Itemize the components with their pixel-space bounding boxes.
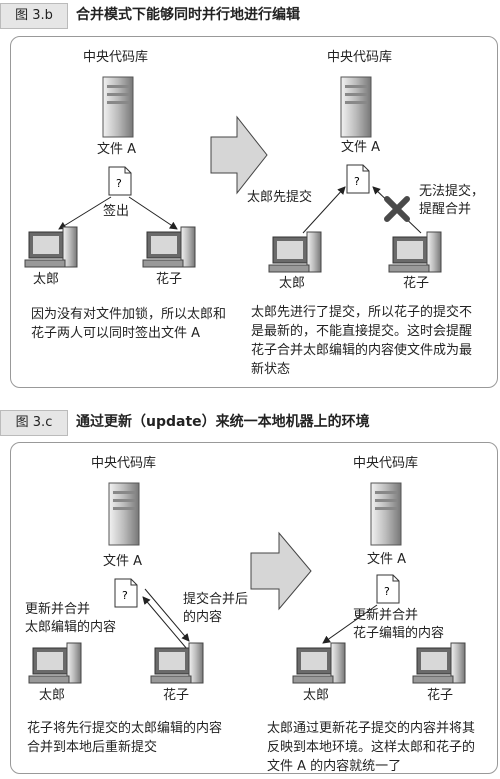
checkout-arrow-hanako bbox=[128, 196, 178, 230]
update-arrow-hanako bbox=[144, 588, 190, 642]
desktop-computer-icon bbox=[150, 642, 204, 684]
update-label-line2: 花子编辑的内容 bbox=[353, 626, 445, 641]
file-label: 文件 A bbox=[367, 552, 407, 567]
document-question-icon: ? bbox=[108, 166, 132, 196]
document-question-icon: ? bbox=[376, 574, 400, 604]
svg-text:?: ? bbox=[354, 175, 360, 188]
figure-tag: 图 3.c bbox=[0, 410, 68, 436]
document-question-icon: ? bbox=[346, 164, 370, 194]
svg-text:?: ? bbox=[116, 177, 122, 190]
caption-left: 因为没有对文件加锁，所以太郎和花子两人可以同时签出文件 A bbox=[31, 307, 227, 341]
x-mark-icon bbox=[384, 196, 410, 222]
desktop-computer-icon bbox=[388, 231, 442, 273]
figure-3c-drawing: ? ? bbox=[28, 482, 466, 684]
caption-right: 太郎通过更新花子提交的内容并将其反映到本地环境。这样太郎和花子的文件 A 的内容… bbox=[267, 721, 476, 774]
checkout-label: 签出 bbox=[103, 204, 130, 219]
desktop-computer-icon bbox=[412, 642, 466, 684]
svg-text:?: ? bbox=[122, 589, 128, 602]
server-label: 中央代码库 bbox=[353, 456, 419, 471]
server-tower-icon bbox=[108, 482, 140, 546]
server-tower-icon bbox=[370, 482, 402, 546]
figure-title: 合并模式下能够同时并行地进行编辑 bbox=[76, 7, 300, 23]
figure-3b-drawing: ? ? bbox=[24, 76, 442, 273]
file-label: 文件 A bbox=[341, 140, 381, 155]
figure-3b-panel: ? ? bbox=[10, 36, 498, 388]
update-arrow-taro bbox=[322, 604, 378, 644]
update-label-line2: 太郎编辑的内容 bbox=[25, 620, 117, 635]
rejected-label-line1: 无法提交， bbox=[419, 184, 485, 199]
desktop-computer-icon bbox=[292, 642, 346, 684]
user-label-taro: 太郎 bbox=[39, 688, 66, 703]
user-label-hanako: 花子 bbox=[156, 272, 183, 287]
update-label-line1: 更新并合并 bbox=[353, 608, 419, 623]
figure-title: 通过更新（update）来统一本地机器上的环境 bbox=[76, 414, 370, 430]
commit-arrow-hanako bbox=[142, 596, 188, 650]
figure-3b-header: 图 3.b 合并模式下能够同时并行地进行编辑 bbox=[0, 3, 500, 29]
commit-arrow-taro bbox=[302, 186, 346, 234]
user-label-taro: 太郎 bbox=[303, 688, 330, 703]
server-label: 中央代码库 bbox=[327, 50, 393, 65]
taro-commit-label: 太郎先提交 bbox=[247, 190, 313, 205]
svg-text:?: ? bbox=[384, 585, 390, 598]
caption-left: 花子将先行提交的太郎编辑的内容合并到本地后重新提交 bbox=[27, 721, 223, 755]
checkout-arrow-taro bbox=[58, 196, 112, 230]
right-arrow-icon bbox=[250, 531, 312, 611]
desktop-computer-icon bbox=[142, 226, 196, 268]
update-label-line1: 更新并合并 bbox=[25, 602, 91, 617]
user-label-hanako: 花子 bbox=[163, 688, 190, 703]
file-label: 文件 A bbox=[103, 554, 143, 569]
right-arrow-icon bbox=[210, 115, 268, 195]
user-label-hanako: 花子 bbox=[427, 688, 454, 703]
figure-3c-header: 图 3.c 通过更新（update）来统一本地机器上的环境 bbox=[0, 410, 500, 436]
server-tower-icon bbox=[340, 76, 372, 138]
commit-label-line1: 提交合并后 bbox=[183, 592, 249, 607]
file-label: 文件 A bbox=[97, 142, 137, 157]
desktop-computer-icon bbox=[28, 642, 82, 684]
user-label-taro: 太郎 bbox=[279, 276, 306, 291]
document-question-icon: ? bbox=[114, 578, 138, 608]
desktop-computer-icon bbox=[268, 231, 322, 273]
server-label: 中央代码库 bbox=[83, 50, 149, 65]
desktop-computer-icon bbox=[24, 226, 78, 268]
commit-label-line2: 的内容 bbox=[183, 610, 223, 625]
rejected-label-line2: 提醒合并 bbox=[419, 202, 472, 217]
user-label-taro: 太郎 bbox=[33, 272, 60, 287]
figure-tag: 图 3.b bbox=[0, 3, 68, 29]
user-label-hanako: 花子 bbox=[403, 276, 430, 291]
caption-right: 太郎先进行了提交，所以花子的提交不是最新的，不能直接提交。这时会提醒花子合并太郎… bbox=[251, 305, 473, 377]
server-label: 中央代码库 bbox=[91, 456, 157, 471]
server-tower-icon bbox=[102, 76, 134, 138]
figure-3c-panel: ? ? bbox=[10, 442, 498, 774]
